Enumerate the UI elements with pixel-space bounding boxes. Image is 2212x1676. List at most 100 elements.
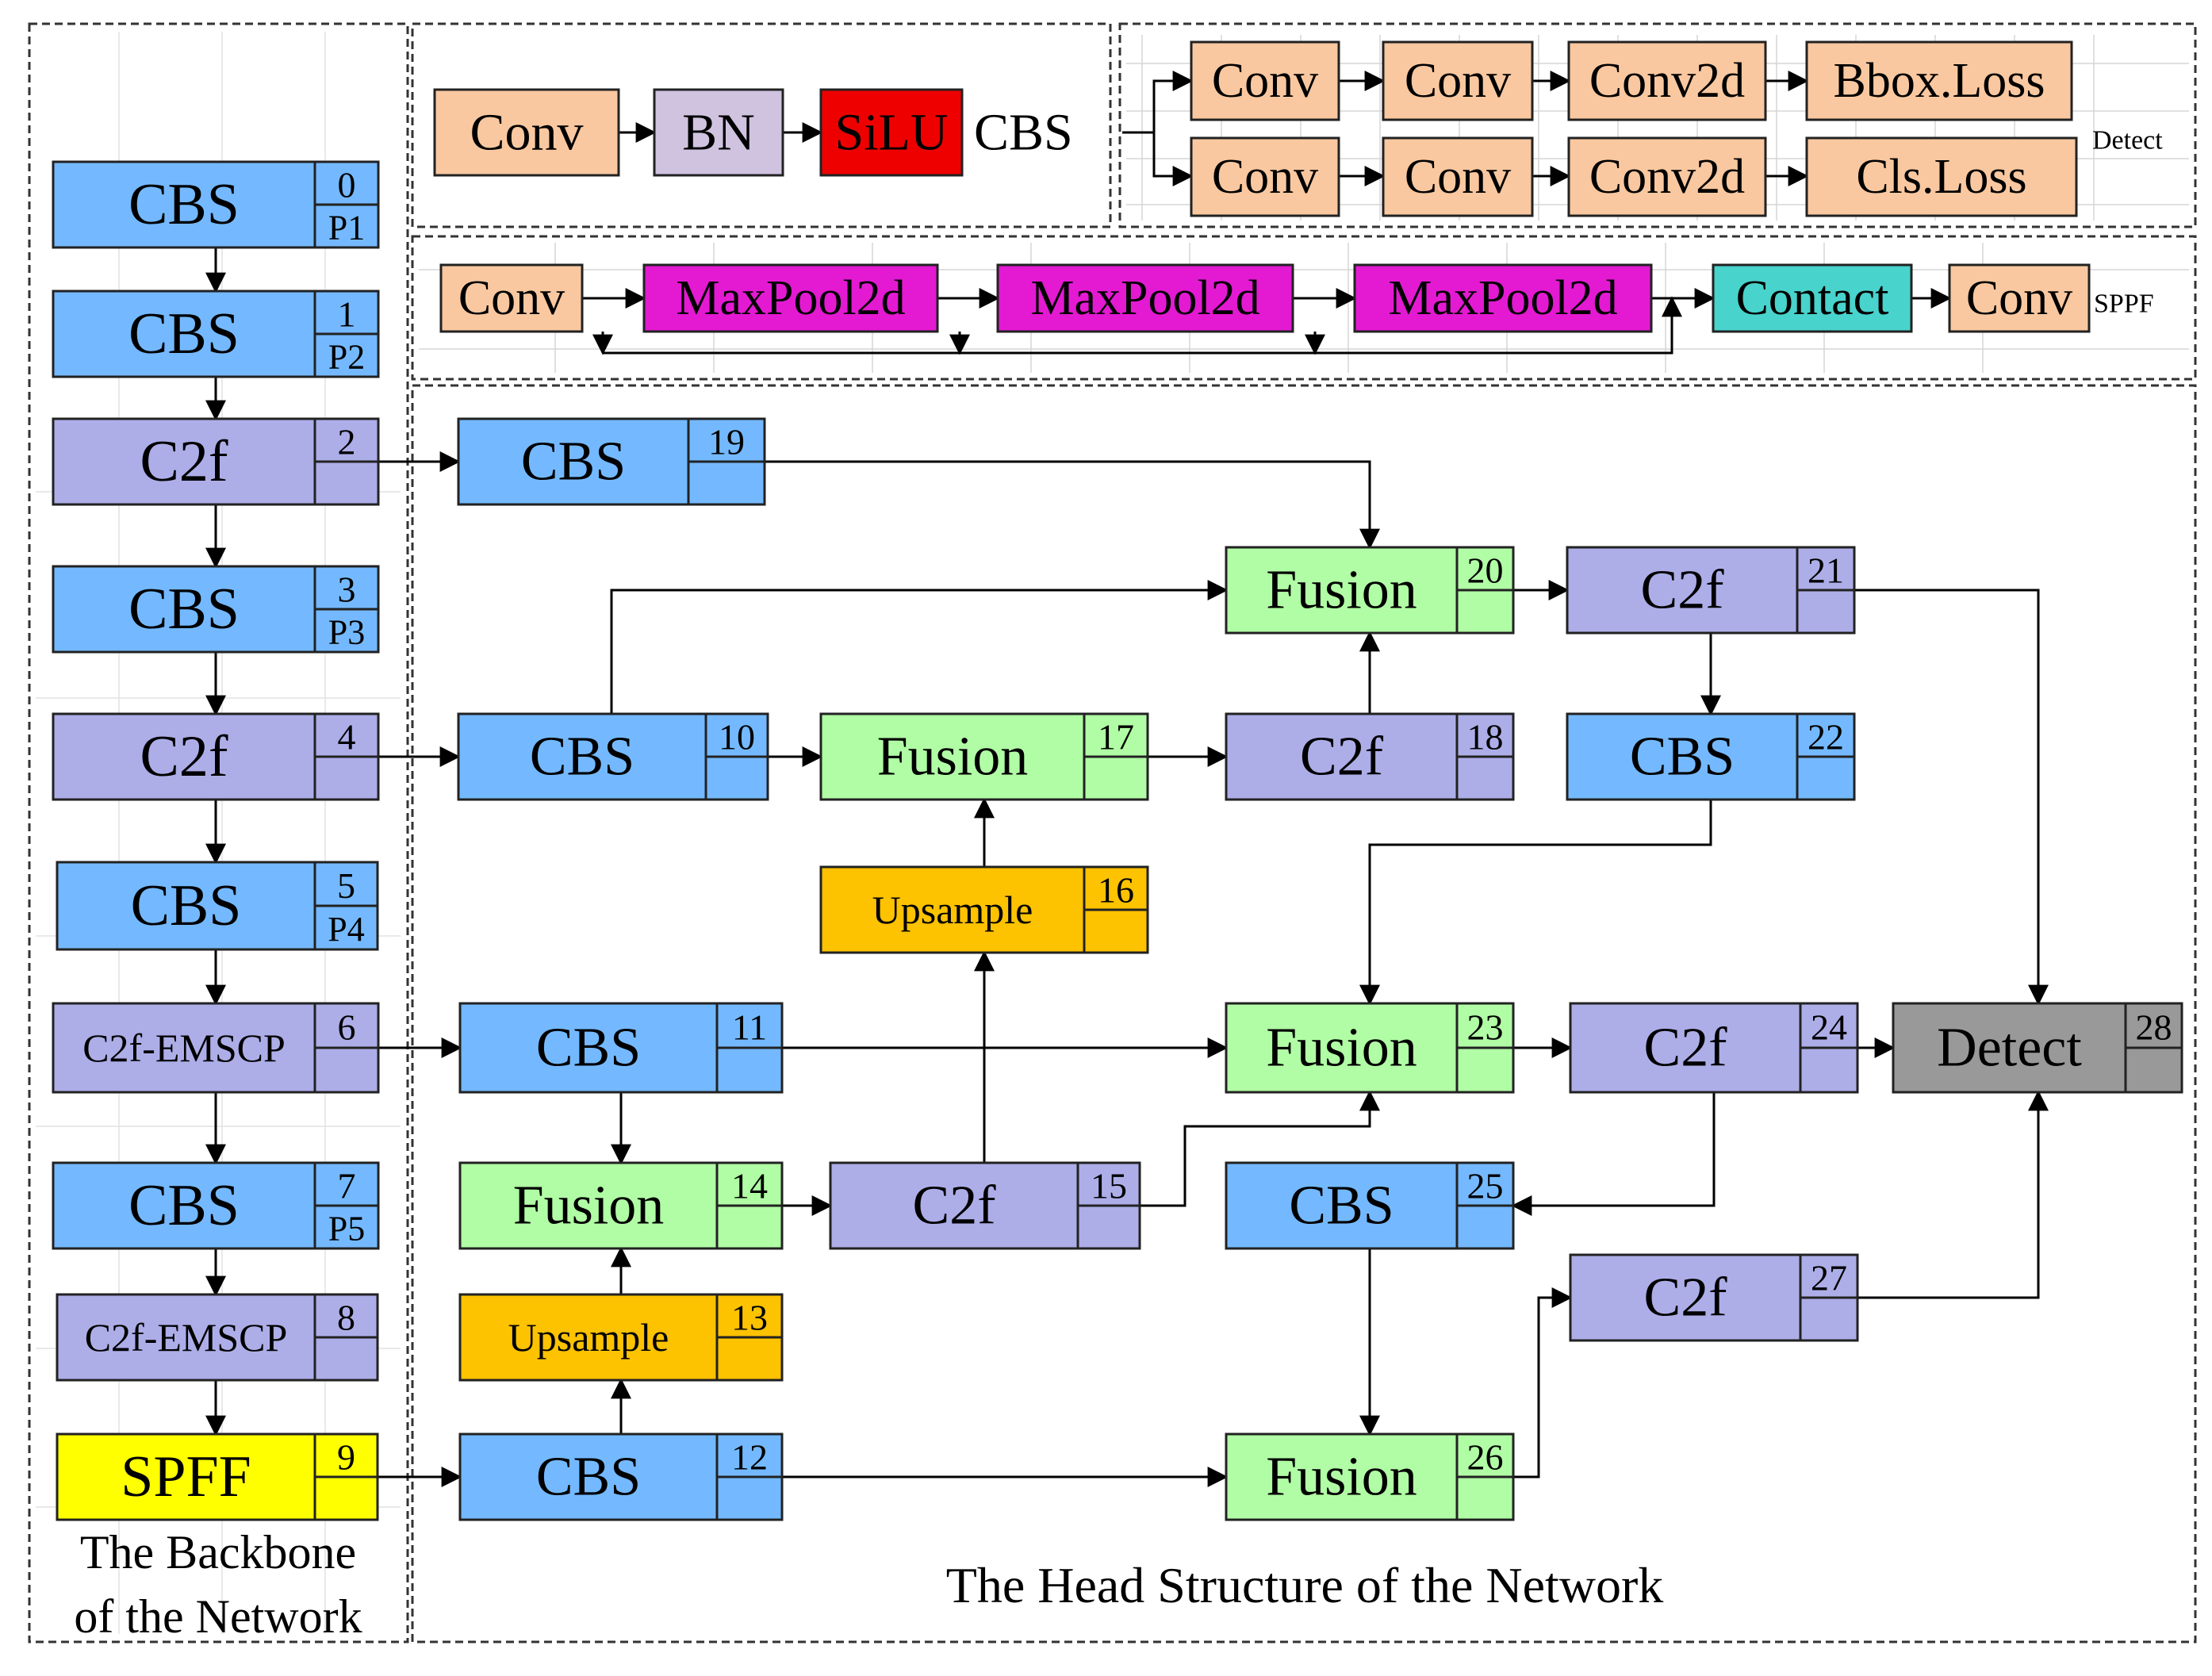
head-block-19: CBS 19: [457, 417, 766, 506]
backbone-block-index: 1: [338, 294, 356, 335]
backbone-block-index: 3: [338, 570, 356, 610]
sppf-legend-block-5-label: Conv: [1966, 271, 2072, 325]
head-block-label: C2f: [1641, 560, 1725, 621]
backbone-block-index: 4: [338, 717, 356, 757]
head-block-label: C2f: [1300, 727, 1384, 788]
backbone-block-label: C2f-EMSCP: [85, 1315, 288, 1360]
detect-legend-row2-block-1-label: Conv: [1405, 150, 1511, 204]
sppf-legend-frame: [411, 235, 2197, 381]
head-block-label: CBS: [1630, 727, 1735, 788]
head-block-label: CBS: [1289, 1176, 1394, 1237]
head-block-index: 16: [1098, 870, 1134, 911]
backbone-block-index: 5: [337, 865, 355, 906]
detect-legend-row1-block-1: Conv: [1382, 40, 1534, 121]
cbs-legend-frame: [411, 22, 1112, 228]
head-caption: The Head Structure of the Network: [946, 1557, 1664, 1613]
head-block-label: CBS: [530, 727, 634, 788]
backbone-block-stage: P5: [328, 1210, 365, 1248]
sppf-legend-block-4-label: Contact: [1736, 271, 1889, 325]
cbs-legend-name: CBS: [974, 104, 1073, 162]
head-block-label: Fusion: [1266, 560, 1417, 621]
head-block-index: 25: [1467, 1166, 1504, 1206]
cbs-legend-block-1-label: BN: [682, 104, 755, 162]
head-block-label: Fusion: [1266, 1447, 1417, 1508]
sppf-legend-block-0-label: Conv: [458, 271, 565, 325]
backbone-grid: [36, 32, 401, 1634]
head-block-index: 27: [1811, 1258, 1847, 1298]
head-block-label: Upsample: [508, 1315, 669, 1360]
backbone-block-stage: P1: [328, 209, 365, 247]
cbs-legend-block-0-label: Conv: [470, 104, 583, 162]
detect-legend-row1-block-2-label: Conv2d: [1589, 54, 1745, 108]
head-block-index: 18: [1467, 717, 1504, 757]
detect-legend-row2-block-3: Cls.Loss: [1805, 136, 2078, 217]
connection-arrows: [205, 71, 2049, 1487]
cbs-legend-block-2: SiLU: [819, 88, 964, 177]
detect-legend-row1-block-2: Conv2d: [1567, 40, 1767, 121]
detect-legend-row2-block-2-label: Conv2d: [1589, 150, 1745, 204]
captions: The Backbone of the Network The Head Str…: [74, 1526, 1663, 1643]
backbone-block-label: C2f-EMSCP: [82, 1026, 286, 1070]
cbs-legend-block-0: Conv: [433, 88, 620, 177]
backbone-block-label: CBS: [131, 873, 242, 938]
head-frame: [411, 384, 2197, 1643]
head-block-index: 19: [708, 422, 745, 462]
cbs-legend-block-1: BN: [653, 88, 784, 177]
head-block-label: CBS: [536, 1018, 641, 1079]
detect-legend-row2-block-0: Conv: [1190, 136, 1340, 217]
backbone-caption-line1: The Backbone: [80, 1526, 356, 1578]
detect-legend-row2-block-3-label: Cls.Loss: [1856, 150, 2026, 204]
head-block-label: Fusion: [877, 727, 1029, 788]
head-block-index: 23: [1467, 1007, 1504, 1048]
head-block-index: 11: [732, 1007, 767, 1048]
head-block-index: 26: [1467, 1437, 1504, 1478]
backbone-block-index: 8: [337, 1298, 355, 1338]
sppf-legend-block-2: MaxPool2d: [996, 263, 1294, 333]
head-block-20: Fusion 20: [1225, 546, 1515, 635]
sppf-legend-block-1: MaxPool2d: [642, 263, 939, 333]
backbone-block-index: 9: [337, 1437, 355, 1478]
head-block-18: C2f 18: [1225, 712, 1515, 801]
detect-legend-row1-block-3-label: Bbox.Loss: [1834, 54, 2045, 108]
detect-legend-row2-block-0-label: Conv: [1212, 150, 1318, 204]
sppf-legend-block-1-label: MaxPool2d: [676, 271, 905, 325]
detect-legend-frame: [1118, 22, 2197, 228]
head-block-label: C2f: [913, 1176, 997, 1237]
backbone-block-index: 2: [338, 422, 356, 462]
head-block-25: CBS 25: [1225, 1161, 1515, 1250]
section-frames: [28, 22, 2197, 1643]
sppf-legend-name: SPPF: [2094, 290, 2154, 319]
backbone-block-stage: P3: [328, 613, 365, 652]
head-block-26: Fusion 26: [1225, 1432, 1515, 1521]
head-block-label: CBS: [521, 431, 626, 493]
head-block-11: CBS 11: [458, 1002, 784, 1094]
head-block-index: 10: [719, 717, 755, 757]
backbone-block-stage: P2: [328, 338, 365, 377]
detect-legend-row1-block-3: Bbox.Loss: [1805, 40, 2073, 121]
head-block-index: 20: [1467, 550, 1504, 591]
backbone-block-index: 7: [338, 1166, 356, 1206]
cbs-legend-block-2-label: SiLU: [834, 104, 948, 162]
head-block-label: C2f: [1644, 1018, 1728, 1079]
